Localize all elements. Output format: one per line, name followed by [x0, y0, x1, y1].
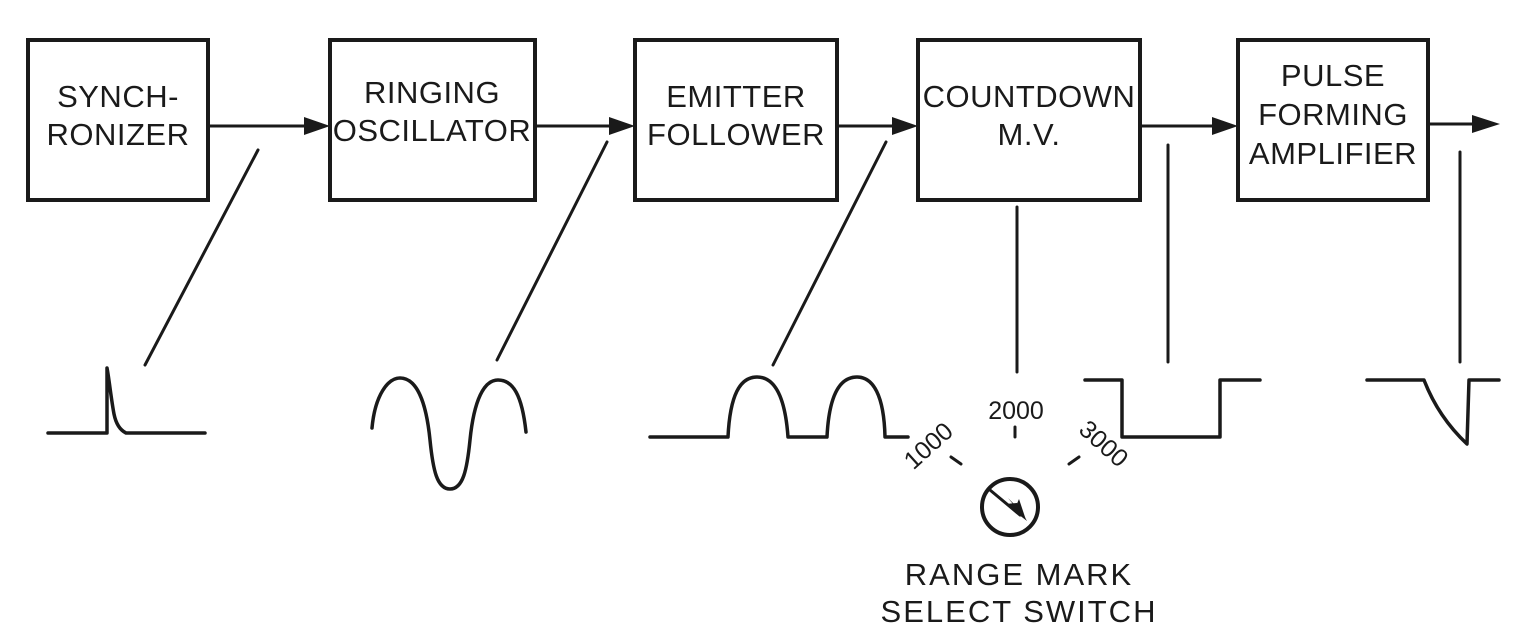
block-emitter-follower: EMITTER FOLLOWER — [633, 38, 839, 202]
block-pfa-label-3: AMPLIFIER — [1249, 136, 1417, 171]
block-ringing-oscillator: RINGING OSCILLATOR — [328, 38, 537, 202]
block-pfa-label-1: PULSE — [1281, 58, 1385, 93]
block-ringing-oscillator-label-2: OSCILLATOR — [333, 113, 532, 148]
block-emitter-follower-label-2: FOLLOWER — [647, 117, 825, 152]
switch-position-2000[interactable]: 2000 — [988, 397, 1044, 425]
switch-position-1000[interactable]: 1000 — [899, 417, 959, 475]
block-ringing-oscillator-label-1: RINGING — [364, 75, 500, 110]
switch-position-3000[interactable]: 3000 — [1073, 415, 1133, 473]
waveform-half-wave-pulses — [648, 375, 910, 439]
leader-line-emitter — [771, 140, 888, 367]
block-countdown-mv: COUNTDOWN M.V. — [916, 38, 1142, 202]
block-synchronizer: SYNCH- RONIZER — [26, 38, 210, 202]
signal-arrow-3 — [835, 117, 918, 135]
switch-knob-icon[interactable] — [980, 477, 1040, 537]
signal-arrow-1 — [206, 117, 330, 135]
signal-arrow-4 — [1138, 117, 1238, 135]
switch-tick-3000 — [1067, 455, 1081, 466]
waveform-ringing-sine — [370, 376, 528, 491]
block-emitter-follower-label-1: EMITTER — [666, 79, 806, 114]
waveform-square-gate — [1083, 378, 1262, 439]
switch-caption-line-2: SELECT SWITCH — [881, 594, 1158, 629]
block-synchronizer-label-2: RONIZER — [47, 117, 190, 152]
signal-arrow-2 — [533, 117, 635, 135]
block-synchronizer-label-1: SYNCH- — [57, 79, 179, 114]
leader-line-sync — [143, 148, 260, 367]
block-pulse-forming-amplifier: PULSE FORMING AMPLIFIER — [1236, 38, 1430, 202]
switch-caption-line-1: RANGE MARK — [905, 557, 1133, 592]
waveform-sync-pulse — [46, 366, 207, 435]
output-arrow — [1426, 115, 1500, 133]
range-mark-select-switch[interactable]: 1000 2000 3000 RANGE MARK SELECT SWITCH — [881, 397, 1158, 629]
block-pfa-label-2: FORMING — [1258, 97, 1408, 132]
block-countdown-mv-label-2: M.V. — [998, 117, 1061, 152]
block-countdown-mv-label-1: COUNTDOWN — [923, 79, 1136, 114]
leader-line-oscillator — [495, 140, 609, 362]
switch-tick-1000 — [949, 455, 963, 466]
waveform-negative-spike — [1365, 378, 1501, 446]
